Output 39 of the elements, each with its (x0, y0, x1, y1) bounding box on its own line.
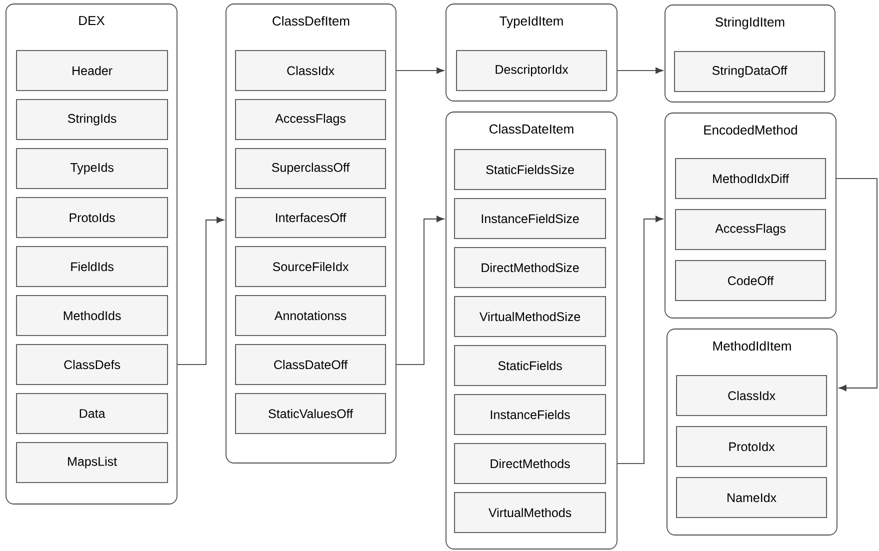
field-box: StaticValuesOff (235, 393, 386, 434)
arrow (617, 216, 664, 464)
field-box: MethodIdxDiff (675, 158, 826, 199)
arrow (177, 216, 224, 365)
field-box: FieldIds (16, 246, 168, 287)
arrow (396, 67, 444, 74)
field-box: ClassDateOff (235, 344, 386, 385)
field-box: InstanceFieldSize (454, 198, 606, 239)
field-box: StaticFieldsSize (454, 149, 606, 190)
field-box: AccessFlags (235, 99, 386, 140)
field-box: VirtualMethodSize (454, 296, 606, 337)
field-box: DirectMethods (454, 443, 606, 484)
field-box: ProtoIdx (676, 426, 827, 467)
field-box: ClassIdx (676, 375, 827, 416)
field-box: MethodIds (16, 295, 168, 336)
field-box: VirtualMethods (454, 492, 606, 533)
field-box: CodeOff (675, 260, 826, 301)
field-box: ClassIdx (235, 50, 386, 91)
field-box: SourceFileIdx (235, 246, 386, 287)
field-box: NameIdx (676, 477, 827, 518)
field-box: MapsList (16, 442, 168, 483)
field-box: SuperclassOff (235, 148, 386, 189)
field-box: Annotationss (235, 295, 386, 336)
field-box: DescriptorIdx (456, 50, 607, 91)
field-box: DirectMethodSize (454, 247, 606, 288)
arrow (396, 216, 444, 365)
field-box: Header (16, 50, 168, 91)
field-box: TypeIds (16, 148, 168, 189)
field-box: ClassDefs (16, 344, 168, 385)
field-box: ProtoIds (16, 197, 168, 238)
arrow (617, 67, 664, 74)
field-box: Data (16, 393, 168, 434)
field-box: StringDataOff (674, 51, 825, 92)
field-box: StringIds (16, 99, 168, 140)
field-box: StaticFields (454, 345, 606, 386)
field-box: InterfacesOff (235, 197, 386, 238)
field-box: AccessFlags (675, 209, 826, 250)
arrow (836, 178, 878, 392)
field-box: InstanceFields (454, 394, 606, 435)
